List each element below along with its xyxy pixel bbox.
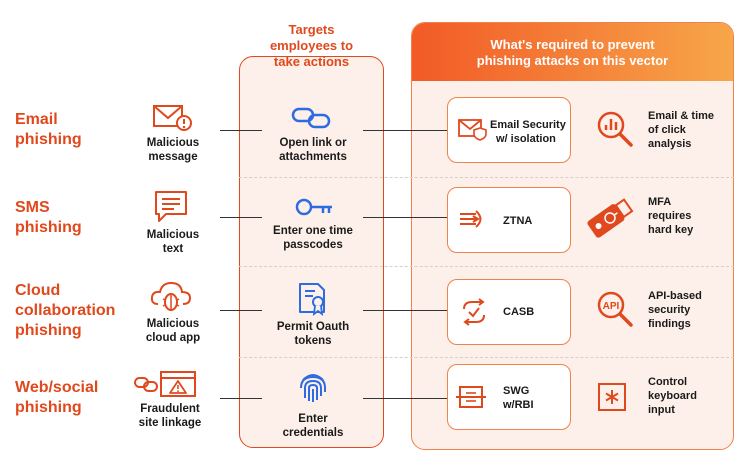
solution-label: CASB	[503, 306, 535, 318]
connector-line	[363, 130, 447, 131]
link-icon	[291, 107, 331, 129]
certificate-icon	[299, 283, 325, 316]
cloud-bug-icon	[150, 281, 192, 311]
category-label-cloud: Cloud collaboration phishing	[15, 282, 116, 339]
connector-line	[220, 130, 262, 131]
solution-label: Email Security w/ isolation	[490, 119, 566, 145]
row-separator	[239, 266, 734, 267]
fingerprint-icon	[300, 374, 326, 402]
solution-label: SWG w/RBI	[503, 385, 534, 411]
usb-key-icon	[587, 198, 634, 238]
api-magnifier-icon: API	[597, 291, 633, 327]
key-icon	[295, 198, 332, 216]
browser-link-warning-icon	[134, 371, 196, 397]
connector-line	[363, 217, 447, 218]
category-label-web-social: Web/social phishing	[15, 379, 99, 416]
connector-line	[220, 398, 262, 399]
category-label-email: Email phishing	[15, 111, 82, 148]
action-label: Enter one time passcodes	[273, 225, 353, 251]
vector-label: Malicious cloud app	[145, 318, 201, 344]
svg-text:API: API	[603, 301, 620, 312]
targets-column-panel	[239, 56, 384, 448]
envelope-alert-icon	[153, 105, 192, 131]
vector-label: Malicious text	[146, 229, 200, 255]
chat-bubble-icon	[155, 191, 187, 222]
requirements-column-header: What's required to prevent phishing atta…	[412, 23, 733, 81]
keyboard-asterisk-icon	[598, 383, 626, 411]
feature-label: MFA requires hard key	[648, 196, 694, 236]
connector-line	[363, 398, 447, 399]
solution-box	[447, 279, 571, 345]
row-separator	[239, 357, 734, 358]
solution-box	[447, 97, 571, 163]
solution-label: ZTNA	[503, 215, 533, 227]
connector-line	[363, 310, 447, 311]
envelope-shield-icon	[458, 119, 487, 141]
action-label: Permit Oauth tokens	[276, 321, 350, 347]
feature-label: Control keyboard input	[648, 376, 697, 416]
action-label: Open link or attachments	[279, 137, 347, 163]
targets-column-header: Targets employees to take actions	[269, 22, 354, 69]
action-label: Enter credentials	[282, 413, 344, 439]
magnifier-chart-icon	[597, 111, 633, 147]
feature-label: Email & time of click analysis	[648, 110, 715, 150]
row-separator	[239, 177, 734, 178]
casb-sync-icon	[463, 298, 485, 326]
vector-label: Malicious message	[146, 137, 200, 163]
connector-line	[220, 310, 262, 311]
vector-label: Fraudulent site linkage	[138, 403, 202, 429]
category-label-sms: SMS phishing	[15, 199, 82, 236]
ztna-arrows-icon	[460, 210, 482, 228]
connector-line	[220, 217, 262, 218]
swg-browser-icon	[456, 386, 486, 408]
feature-label: API-based security findings	[648, 290, 702, 330]
